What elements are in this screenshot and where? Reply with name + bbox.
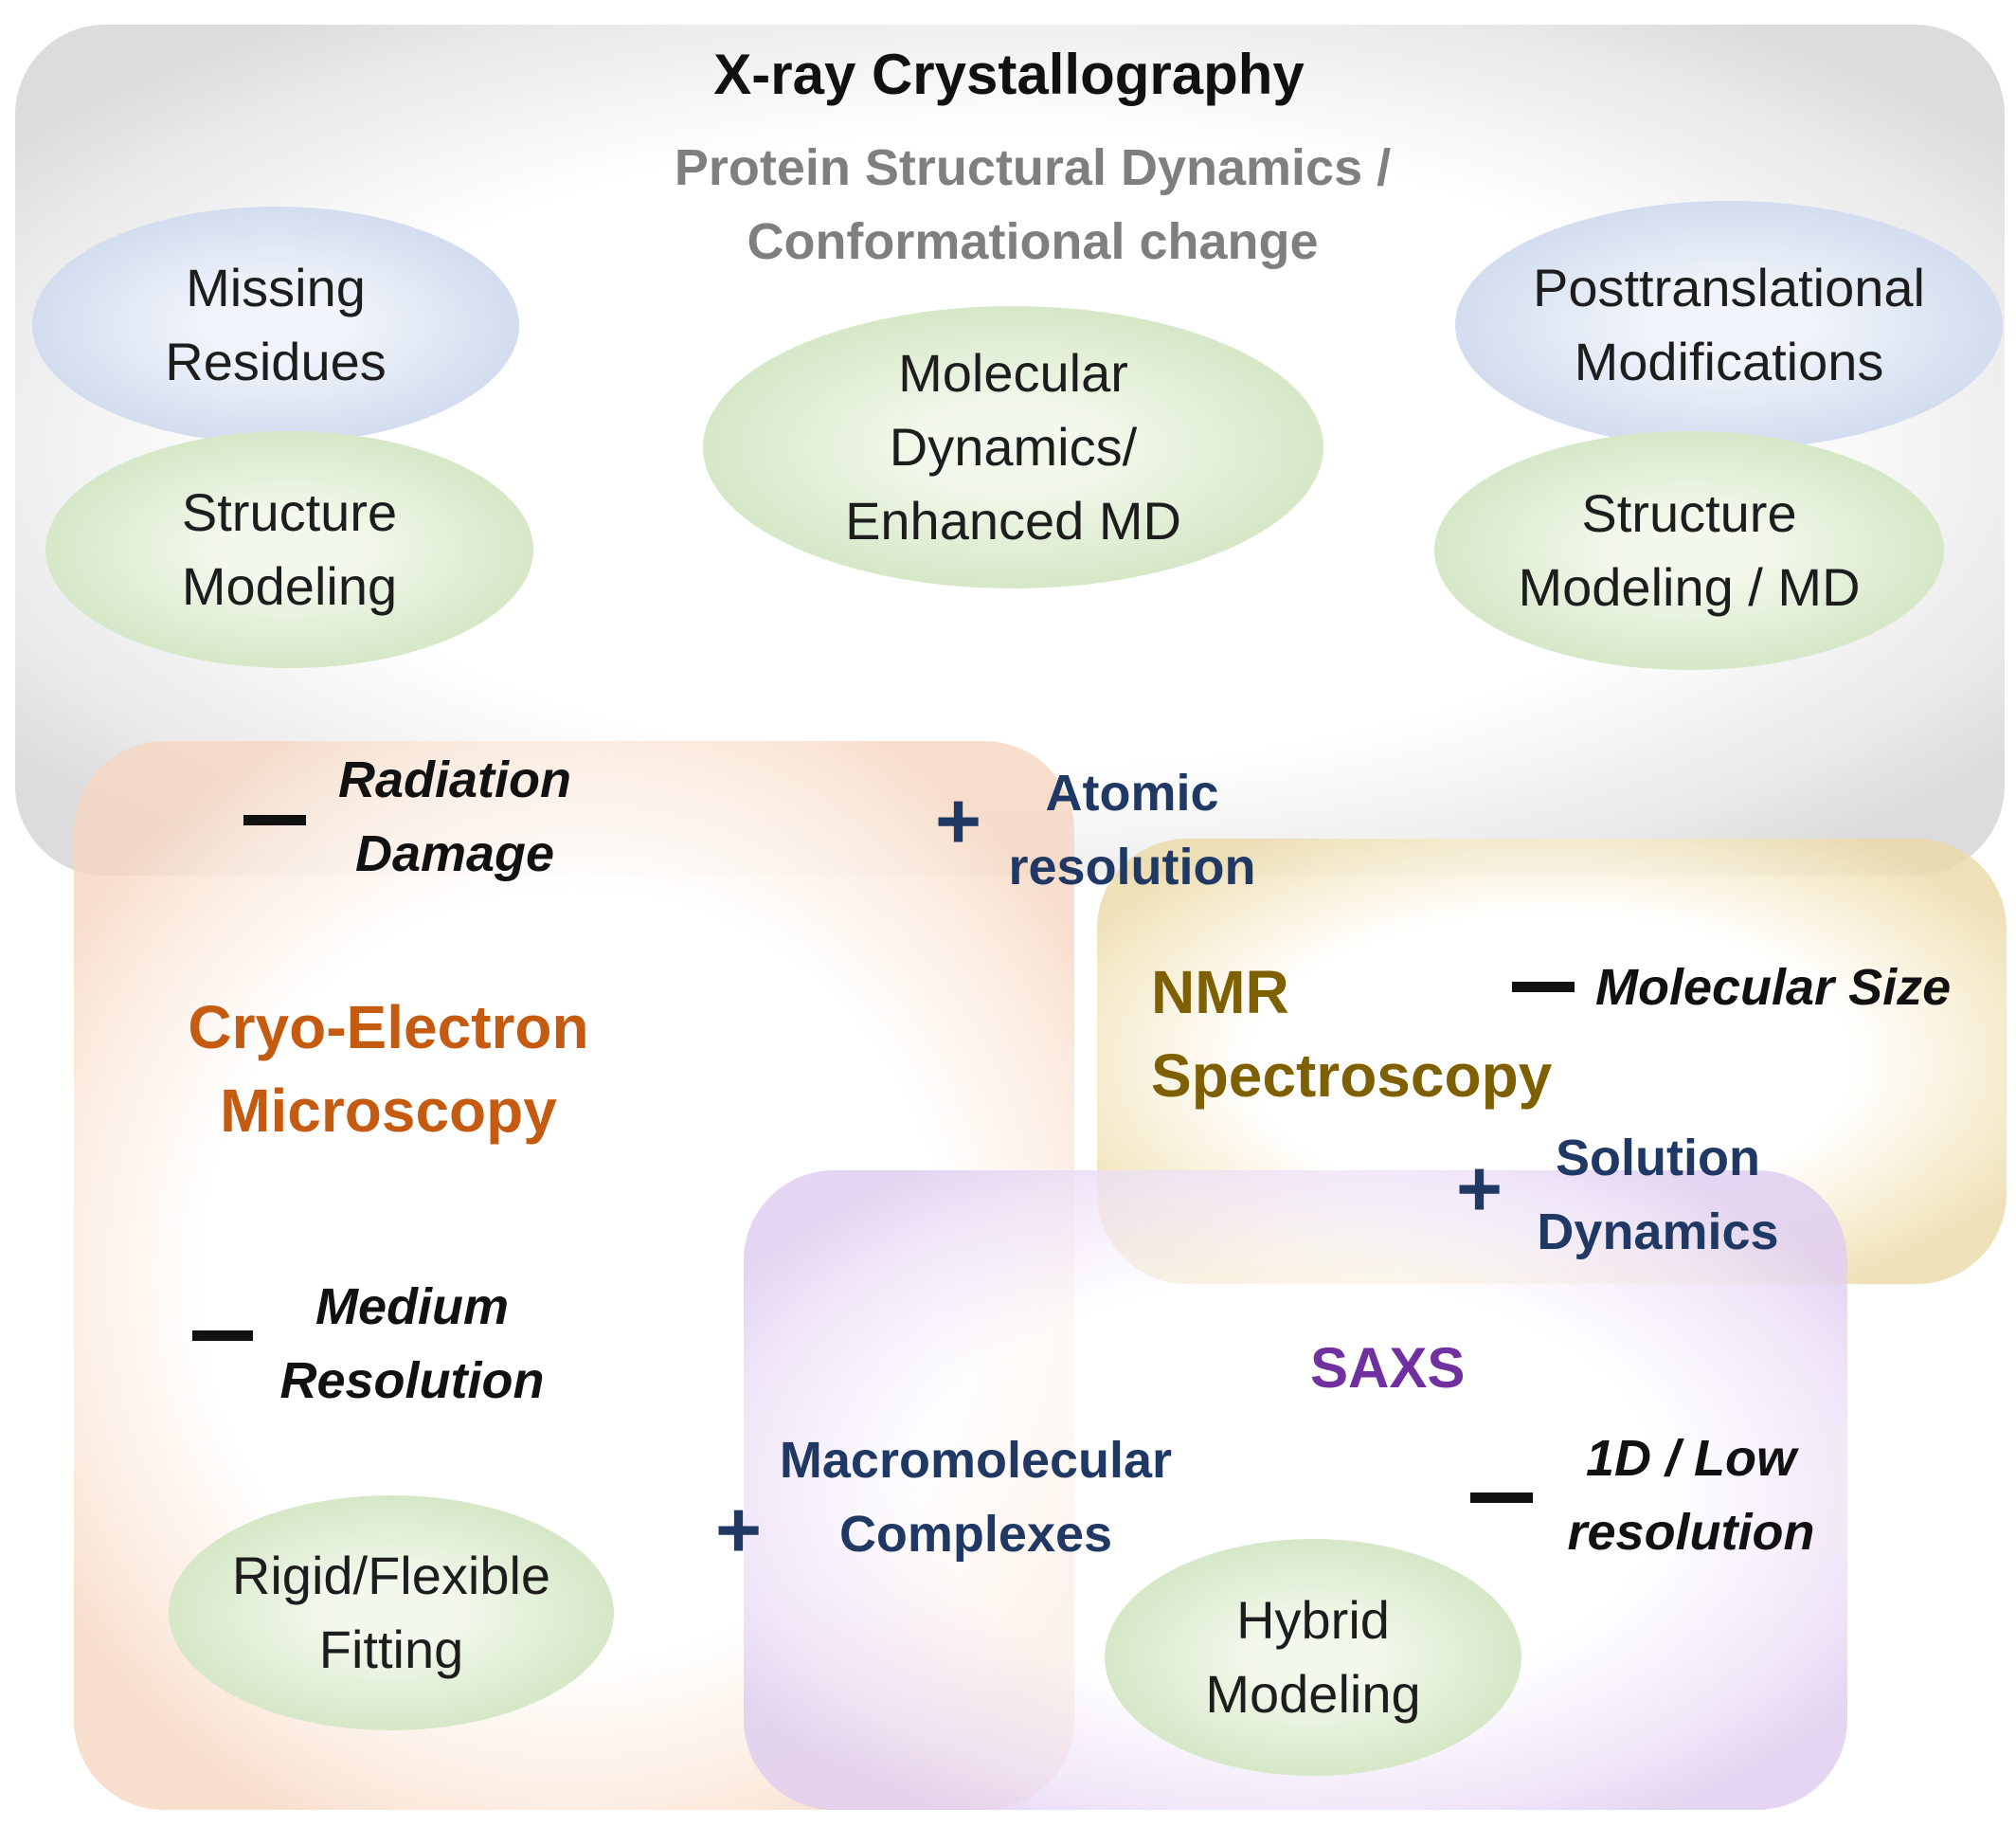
- minus-medium-resolution-icon: [192, 1330, 253, 1341]
- solution-dynamics-label: Solution Dynamics: [1537, 1130, 1779, 1260]
- medium-resolution-label: Medium Resolution: [279, 1278, 545, 1409]
- low-resolution-label: 1D / Low resolution: [1567, 1430, 1815, 1561]
- molecular-size-label: Molecular Size: [1595, 959, 1952, 1016]
- cryo-em-label: Cryo-Electron Microscopy: [188, 993, 589, 1145]
- saxs-label: SAXS: [1310, 1336, 1466, 1400]
- plus-atomic-resolution-icon: +: [935, 776, 982, 865]
- structure-modeling-ellipse: Structure Modeling: [45, 431, 533, 668]
- structure-modeling-md-label: Structure Modeling / MD: [1518, 483, 1861, 617]
- minus-radiation-damage-icon: [243, 815, 306, 825]
- molecular-dynamics-label: Molecular Dynamics/ Enhanced MD: [845, 343, 1181, 551]
- rigid-flexible-fitting-label: Rigid/Flexible Fitting: [231, 1546, 551, 1679]
- hybrid-modeling-label: Hybrid Modeling: [1205, 1590, 1421, 1724]
- rigid-flexible-fitting-ellipse: Rigid/Flexible Fitting: [169, 1495, 614, 1730]
- plus-macromolecular-complexes-icon: +: [715, 1485, 763, 1574]
- molecular-dynamics-ellipse: Molecular Dynamics/ Enhanced MD: [703, 306, 1323, 588]
- subtitle: Protein Structural Dynamics / Conformati…: [674, 139, 1392, 270]
- posttranslational-label: Posttranslational Modifications: [1532, 258, 1925, 391]
- structure-modeling-label: Structure Modeling: [181, 482, 398, 616]
- nmr-label: NMR Spectroscopy: [1151, 958, 1553, 1110]
- macromolecular-complexes-label: Macromolecular Complexes: [779, 1432, 1173, 1563]
- hybrid-modeling-ellipse: Hybrid Modeling: [1105, 1539, 1521, 1776]
- radiation-damage-label: Radiation Damage: [337, 751, 571, 882]
- missing-residues-ellipse: Missing Residues: [32, 207, 519, 443]
- posttranslational-ellipse: Posttranslational Modifications: [1455, 201, 2003, 449]
- plus-solution-dynamics-icon: +: [1456, 1144, 1503, 1233]
- atomic-resolution-label: Atomic resolution: [1008, 765, 1256, 895]
- minus-low-resolution-icon: [1470, 1492, 1533, 1503]
- missing-residues-label: Missing Residues: [165, 258, 387, 391]
- structure-modeling-md-ellipse: Structure Modeling / MD: [1434, 431, 1944, 670]
- minus-molecular-size-icon: [1512, 982, 1575, 992]
- xray-title: X-ray Crystallography: [713, 43, 1305, 106]
